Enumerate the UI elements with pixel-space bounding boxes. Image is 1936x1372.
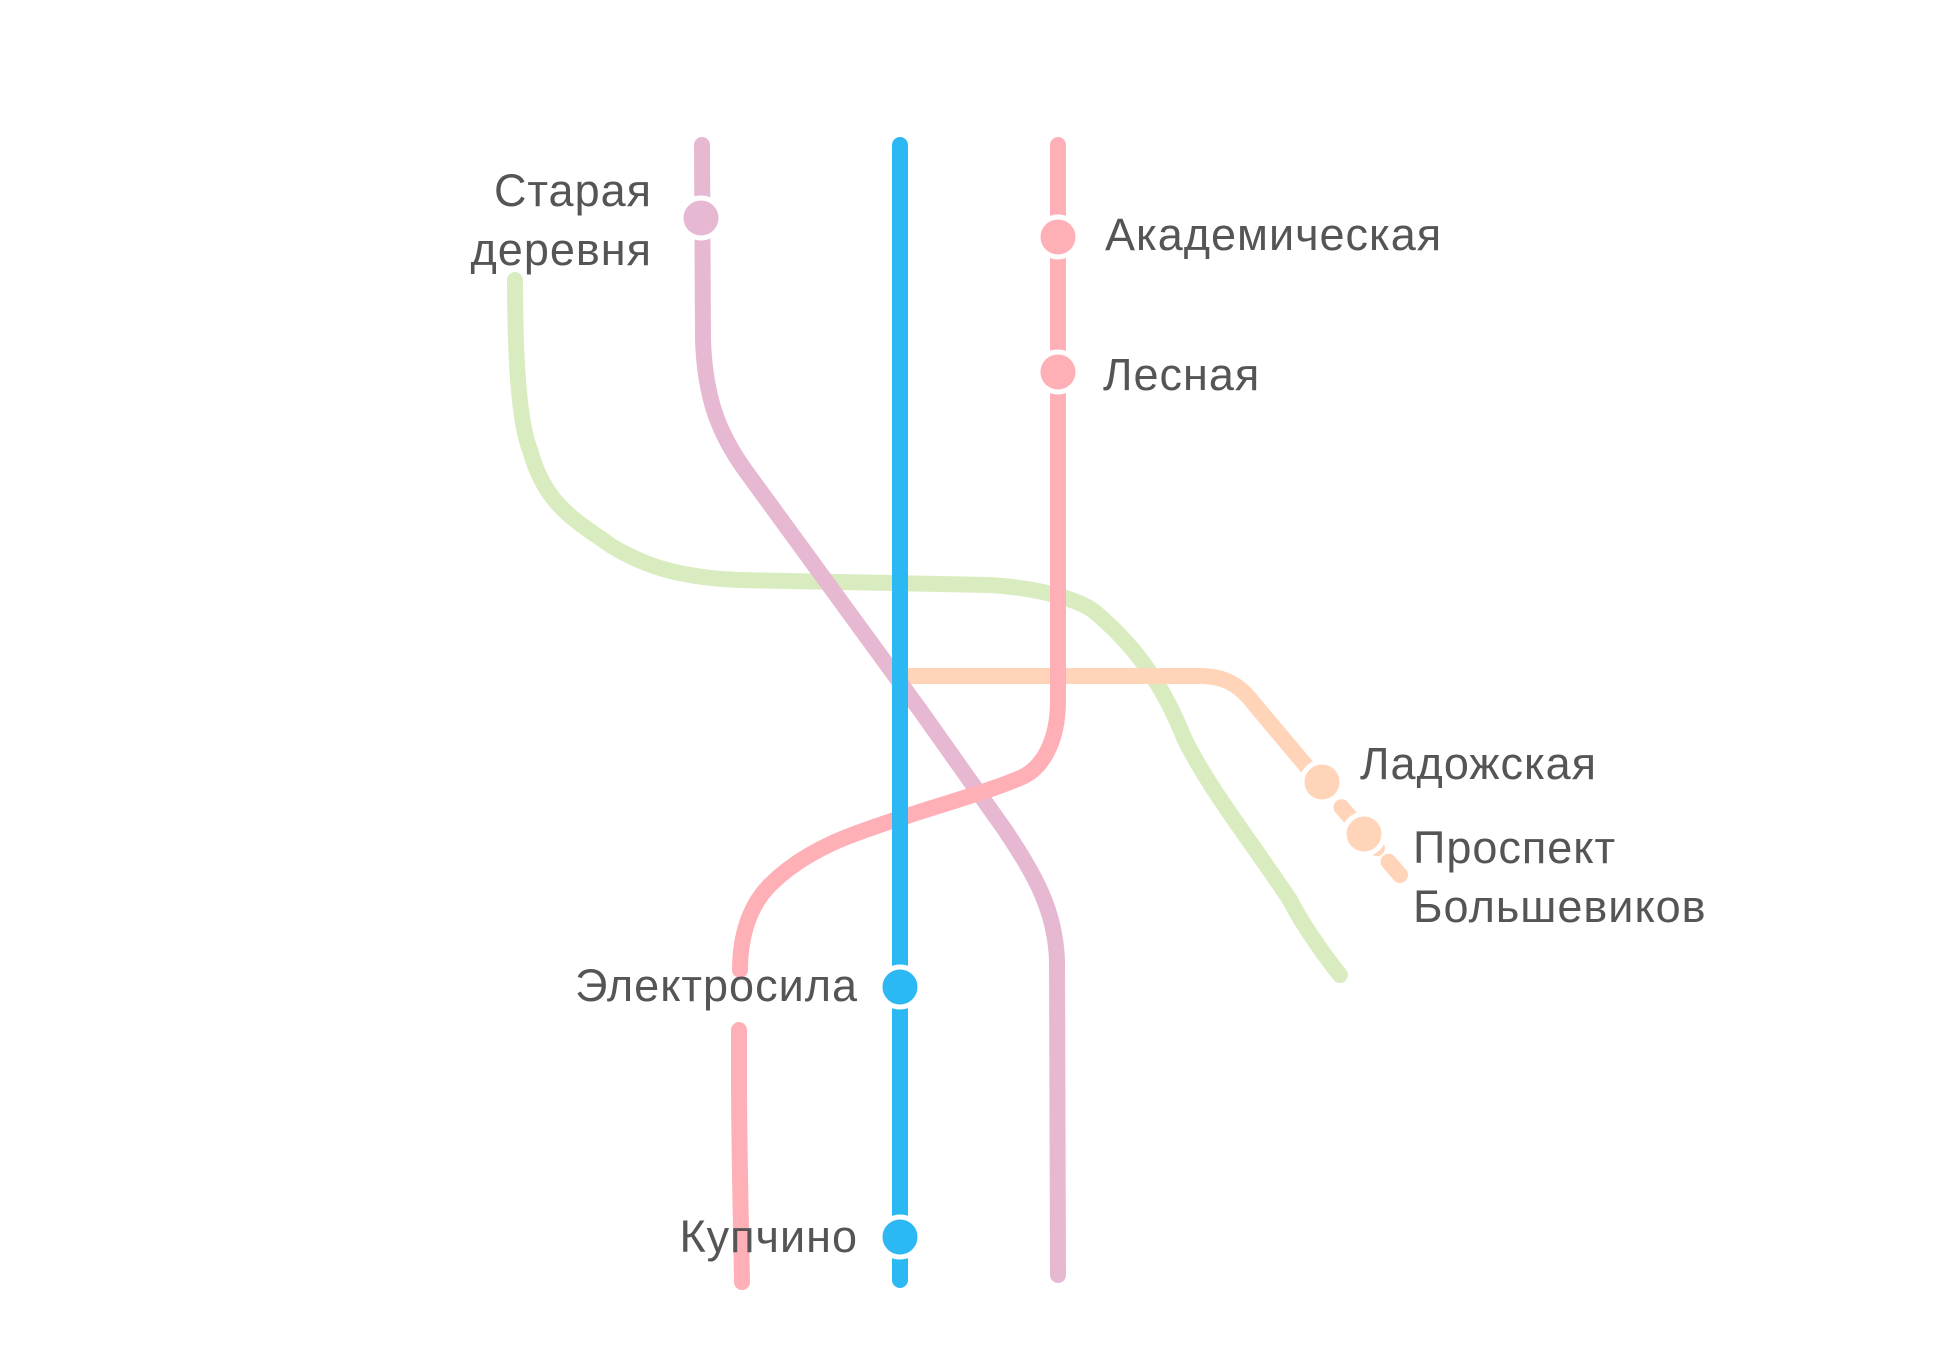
station-label-staraya-derevnya-line1: Старая [494, 165, 652, 216]
station-dot-prospekt-bolshevikov[interactable] [1341, 811, 1387, 857]
line-1-path [732, 137, 1066, 978]
station-label-prospekt-bolshevikov-line2: Большевиков [1413, 881, 1707, 932]
station-label-akademicheskaya: Академическая [1105, 209, 1442, 260]
station-label-lesnaya: Лесная [1103, 349, 1260, 400]
station-label-prospekt-bolshevikov-line1: Проспект [1413, 822, 1616, 873]
station-dot-ladozhskaya[interactable] [1299, 759, 1345, 805]
line-4-path [892, 668, 1326, 788]
station-label-ladozhskaya: Ладожская [1360, 738, 1597, 789]
station-dot-lesnaya[interactable] [1035, 349, 1081, 395]
station-dot-staraya-derevnya[interactable] [678, 195, 724, 241]
line-3-path [507, 272, 1348, 983]
station-label-elektrosila: Электросила [575, 960, 858, 1011]
line-1-south-path [731, 1022, 750, 1290]
line-5-path [694, 137, 1066, 1283]
station-label-staraya-derevnya-line2: деревня [471, 224, 652, 275]
station-dot-akademicheskaya[interactable] [1035, 214, 1081, 260]
station-dot-kupchino[interactable] [877, 1214, 923, 1260]
station-dot-elektrosila[interactable] [877, 964, 923, 1010]
station-label-kupchino: Купчино [679, 1211, 858, 1262]
